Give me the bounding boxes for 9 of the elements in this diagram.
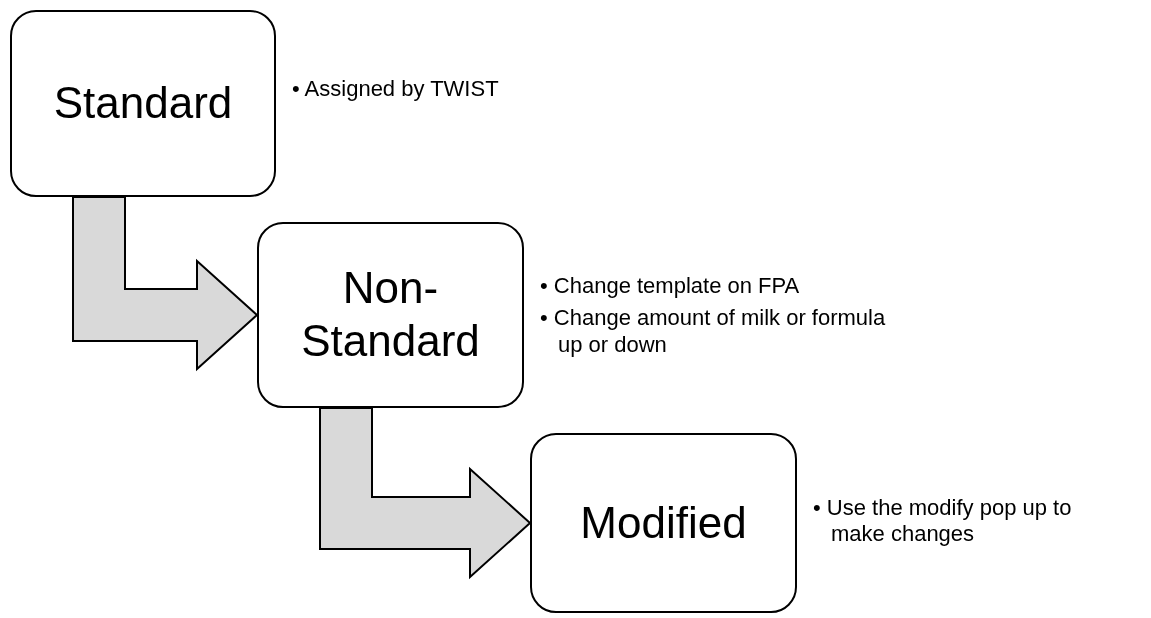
process-box: Modified [530, 433, 797, 613]
bullet-text: • Use the modify pop up to make changes [813, 495, 1073, 548]
process-box: Standard [10, 10, 276, 197]
bullet-text: • Assigned by TWIST [292, 75, 500, 102]
bullet-text: • Change amount of milk or formula up or down [540, 305, 887, 359]
process-box: Non-Standard [257, 222, 524, 408]
block-arrow [319, 407, 532, 580]
block-arrow [72, 196, 259, 372]
bullet-text: • Change template on FPA [540, 273, 801, 300]
